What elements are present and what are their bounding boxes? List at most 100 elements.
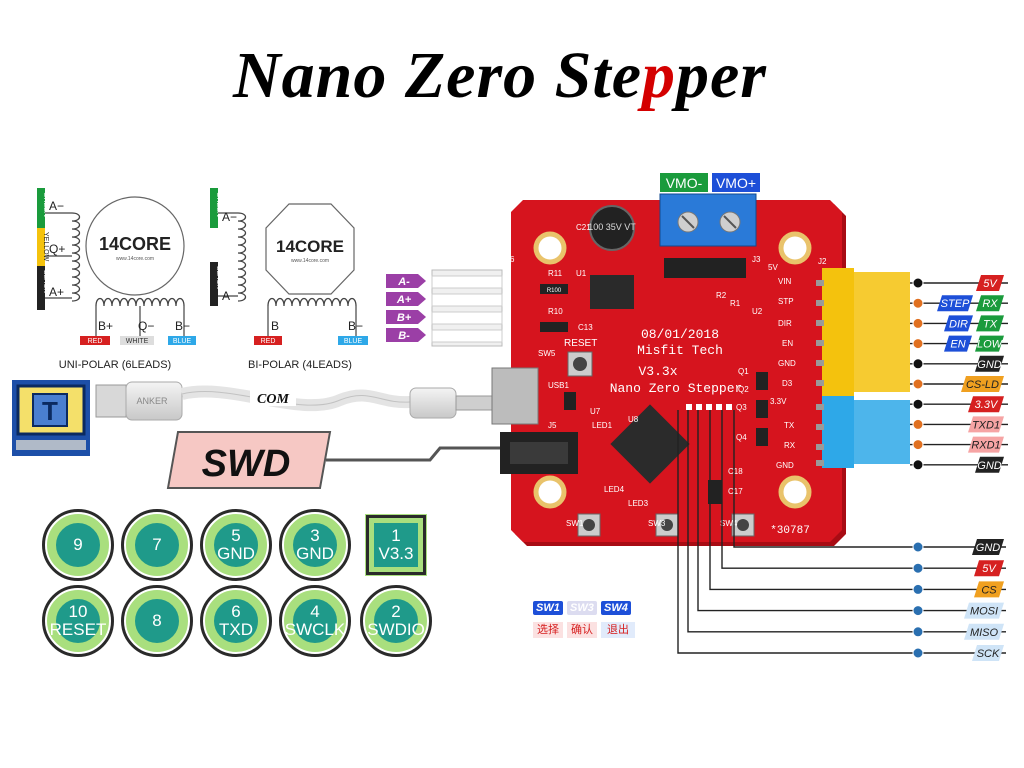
pad-name: SWCLK — [284, 620, 346, 639]
svg-text:Q4: Q4 — [736, 433, 747, 442]
pin-label: 5V — [983, 278, 998, 290]
spi-wire — [687, 410, 1006, 633]
pin-dot — [912, 541, 924, 553]
wire-black-bar — [37, 266, 45, 310]
svg-text:C18: C18 — [728, 467, 743, 476]
phase-label: B− — [175, 319, 190, 333]
pin-tag — [975, 456, 1004, 473]
svg-text:R2: R2 — [716, 291, 727, 300]
right-pin-labels: 5VRXSTEPTXDIRLOWENGNDCS-LD3.3VTXD1RXD1GN… — [910, 275, 1008, 473]
pin-label: 5V — [982, 563, 997, 575]
pin-dot — [912, 398, 924, 410]
wire-color-label: BLACK — [215, 266, 222, 289]
pin-dot — [912, 358, 924, 370]
svg-text:100 35V VT: 100 35V VT — [588, 222, 636, 232]
pin-tag — [944, 335, 972, 352]
coil-b — [95, 297, 185, 307]
wire-color-label: RED — [88, 338, 103, 345]
chip-u8 — [610, 404, 690, 484]
swd-pad: 8 — [121, 585, 193, 657]
title-part3: per — [676, 39, 767, 112]
spi-wire — [709, 410, 1006, 591]
pin-dot — [912, 439, 924, 451]
pin-dot — [912, 277, 924, 289]
pin-tag — [968, 436, 1004, 453]
pin-dot — [912, 317, 924, 329]
pin-tag — [976, 315, 1004, 332]
cable-label: COM — [257, 392, 289, 407]
vmo-plus-label: VMO+ — [716, 175, 756, 191]
spi-wire — [697, 410, 1006, 612]
board-maker: Misfit Tech — [637, 343, 723, 358]
svg-text:GND: GND — [778, 359, 796, 368]
svg-text:R1: R1 — [730, 299, 741, 308]
motor-caption: UNI-POLAR (6LEADS) — [59, 359, 171, 371]
pin-label: GND — [977, 359, 1002, 371]
coil-a — [71, 212, 81, 302]
pad-name: V3.3 — [378, 544, 414, 563]
svg-text:LED4: LED4 — [604, 485, 625, 494]
wire-color-label: WHITE — [126, 338, 149, 345]
pin-label: RX — [982, 298, 998, 310]
sw4-tag: SW4 — [601, 601, 631, 615]
motor-pin-label: A+ — [396, 294, 412, 306]
action-confirm: 确认 — [567, 622, 597, 638]
motor-pin-tags: A- A+ B+ B- — [386, 269, 503, 347]
wire-white-bar — [120, 336, 154, 345]
wire-color-label: BLUE — [344, 338, 363, 345]
wire-blue-bar — [168, 336, 196, 345]
action-exit: 退出 — [601, 622, 635, 638]
phase-label: Q+ — [49, 242, 65, 256]
pin-label: GND — [977, 460, 1002, 472]
power-terminal-labels: VMO- VMO+ — [660, 173, 760, 192]
swd-label: SWD — [202, 443, 291, 485]
usb-jack — [491, 367, 539, 425]
wire-color-label: BLUE — [173, 338, 192, 345]
pin-tag — [972, 645, 1004, 661]
pin-dot — [912, 605, 924, 617]
page-title: Nano Zero Stepper — [0, 38, 1000, 114]
svg-text:SW4: SW4 — [720, 519, 738, 528]
pin-dot — [912, 418, 924, 430]
svg-text:SW1: SW1 — [566, 519, 584, 528]
motor-logo: 14CORE — [99, 234, 171, 254]
pin-tag — [975, 355, 1004, 372]
pin-label: STEP — [941, 298, 970, 310]
pin-tag — [964, 602, 1004, 619]
svg-text:U2: U2 — [752, 307, 763, 316]
motor-logo-sub: www.14core.com — [116, 256, 154, 262]
computer-letter: T — [42, 396, 58, 426]
pin-dot — [912, 378, 924, 390]
pin-dot — [912, 338, 924, 350]
pin-label: RXD1 — [971, 440, 1000, 452]
cable-brand: ANKER — [136, 396, 168, 406]
phase-label: B+ — [98, 319, 113, 333]
motor-logo: 14CORE — [276, 237, 344, 256]
pin-dot — [912, 562, 924, 574]
svg-text:U7: U7 — [590, 407, 601, 416]
phase-label: B− — [348, 319, 363, 333]
board-version: V3.3x — [638, 364, 677, 379]
svg-text:RESET: RESET — [564, 338, 597, 349]
board-name: Nano Zero Stepper — [610, 381, 743, 396]
wire-color-label: GREEN — [215, 192, 222, 217]
svg-text:RX: RX — [784, 441, 796, 450]
sw3-tag: SW3 — [567, 601, 597, 615]
phase-label: B — [271, 319, 279, 333]
pcb-board: 100 35V VT — [491, 193, 910, 546]
pin-tag — [961, 376, 1004, 392]
pin-dot — [912, 647, 924, 659]
pad-number: 2 — [391, 602, 401, 621]
svg-text:5V: 5V — [768, 263, 778, 272]
pin-label: DIR — [949, 318, 968, 330]
title-part2: p — [642, 39, 676, 112]
svg-text:D3: D3 — [782, 379, 793, 388]
header-yellow — [822, 268, 854, 396]
svg-text:U8: U8 — [628, 415, 639, 424]
sw1-tag: SW1 — [533, 601, 563, 615]
pin-dot — [912, 297, 924, 309]
